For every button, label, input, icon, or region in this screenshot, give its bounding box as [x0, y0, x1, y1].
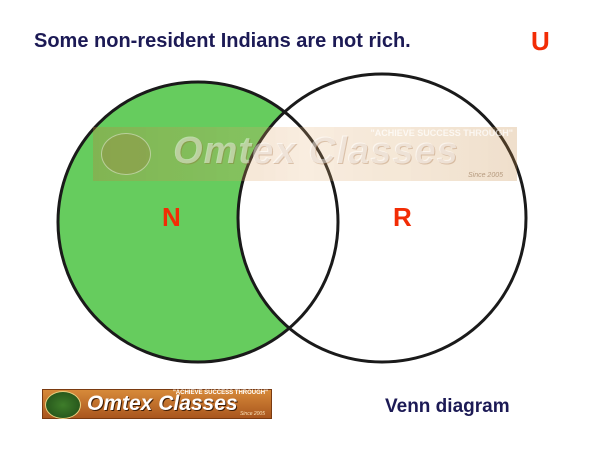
watermark-tagline: "ACHIEVE SUCCESS THROUGH"	[370, 128, 513, 138]
diagram-caption: Venn diagram	[385, 396, 510, 417]
logo-since: Since 2005	[239, 411, 265, 417]
set-r-label: R	[393, 202, 412, 232]
watermark-name: Omtex Classes	[173, 130, 459, 172]
watermark-since: Since 2005	[467, 172, 503, 179]
watermark-banner: Omtex Classes "ACHIEVE SUCCESS THROUGH" …	[93, 127, 517, 181]
statement-title: Some non-resident Indians are not rich.	[34, 30, 411, 52]
set-r-circle	[236, 72, 528, 364]
set-n-label: N	[162, 202, 181, 232]
logo-badge-icon	[45, 391, 81, 419]
set-n-circle	[56, 80, 340, 364]
watermark-badge-icon	[101, 133, 151, 175]
logo-name: Omtex Classes	[87, 392, 238, 415]
omtex-logo: Omtex Classes "ACHIEVE SUCCESS THROUGH" …	[42, 389, 272, 419]
universal-set-label: U	[531, 26, 550, 56]
intersection-region	[238, 82, 338, 362]
logo-tagline: "ACHIEVE SUCCESS THROUGH"	[172, 390, 268, 396]
